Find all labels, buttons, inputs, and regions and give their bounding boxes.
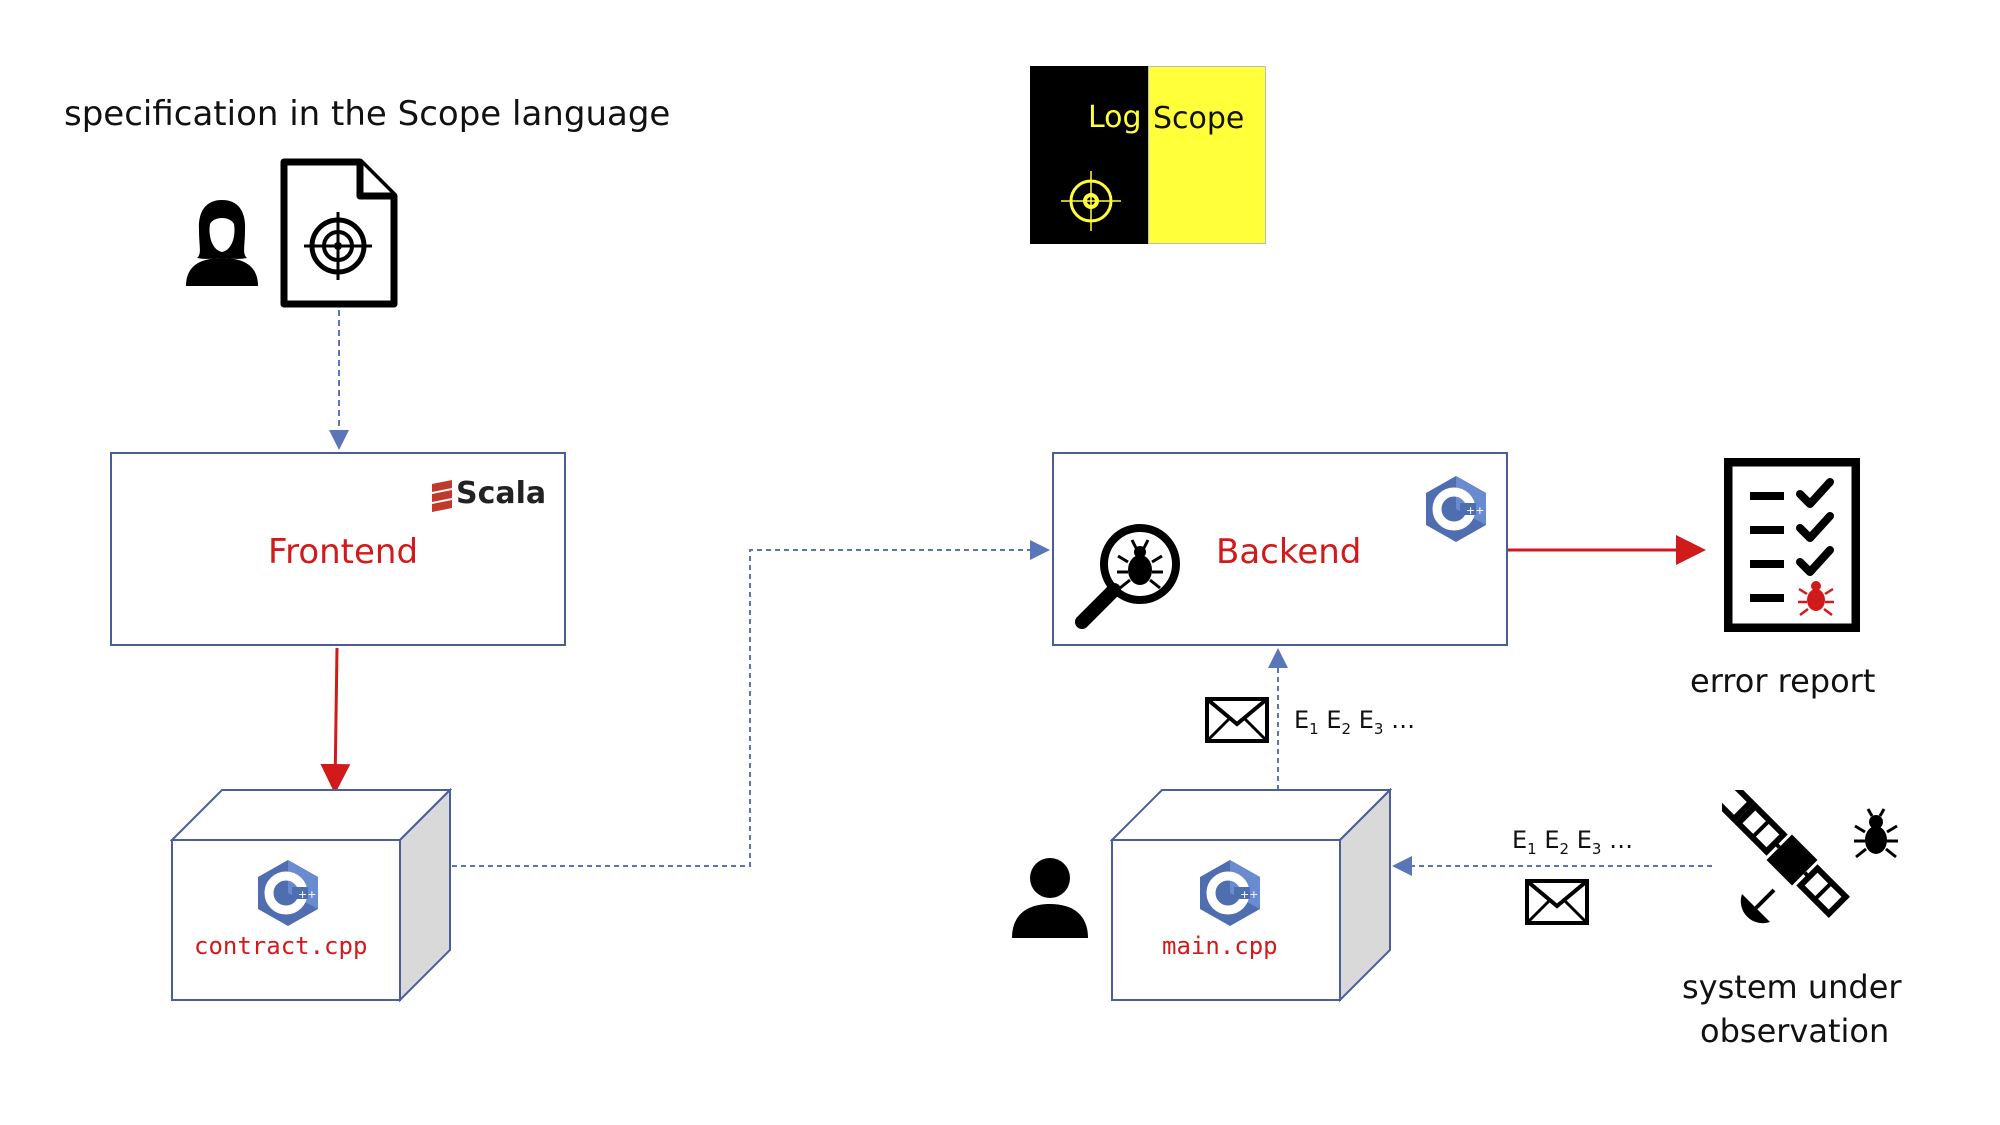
envelope-icon [1205,697,1269,743]
svg-text:++: ++ [1240,888,1258,901]
checklist-report-icon [1724,458,1860,632]
satellite-icon [1722,790,1850,924]
event-e2: E2 [1544,826,1570,858]
contract-filename: contract.cpp [194,932,368,960]
crosshair-icon [1061,171,1121,231]
event-ellipsis: … [1391,706,1416,734]
event-e3: E3 [1576,826,1602,858]
svg-text:++: ++ [298,888,316,901]
main-filename: main.cpp [1162,932,1278,960]
backend-box: ++ Backend [1052,452,1508,646]
frontend-title: Frontend [268,532,419,572]
sut-label-line1: system under [1682,968,1902,1006]
cpp-logo-icon: ++ [258,860,318,926]
arrow-contract-to-backend [452,540,1050,867]
bug-magnifier-icon [1075,524,1180,629]
logo-dark-half: Log [1030,66,1148,244]
event-e2: E2 [1326,706,1352,738]
bug-icon [1854,808,1898,859]
scala-logo-icon [432,480,452,512]
cpp-logo-icon: ++ [1200,860,1260,926]
events-label-upper: E1 E2 E3 … [1294,706,1415,738]
arrow-frontend-to-contract [320,647,351,794]
logo-text-log: Log [1088,100,1142,135]
user-icon [1012,858,1088,938]
cpp-logo-icon: ++ [1426,476,1486,542]
error-report-label: error report [1690,662,1876,700]
svg-text:++: ++ [1466,504,1484,517]
event-ellipsis: … [1609,826,1634,854]
events-label-lower: E1 E2 E3 … [1512,826,1633,858]
sut-label-line2: observation [1700,1012,1890,1050]
spec-label: specification in the Scope language [64,94,671,134]
frontend-box: Scala Frontend [110,452,566,646]
contract-cube [170,788,453,1003]
logscope-logo: Log Scope [1030,66,1266,244]
target-document-icon [280,158,398,308]
event-e1: E1 [1294,706,1319,738]
logo-light-half: Scope [1148,66,1266,244]
bug-icon [1807,581,1825,611]
user-female-icon [186,200,258,286]
scala-badge: Scala [456,476,547,511]
backend-title: Backend [1216,532,1362,572]
envelope-icon [1525,879,1589,925]
event-e3: E3 [1358,706,1384,738]
logo-text-scope: Scope [1153,101,1245,136]
event-e1: E1 [1512,826,1537,858]
